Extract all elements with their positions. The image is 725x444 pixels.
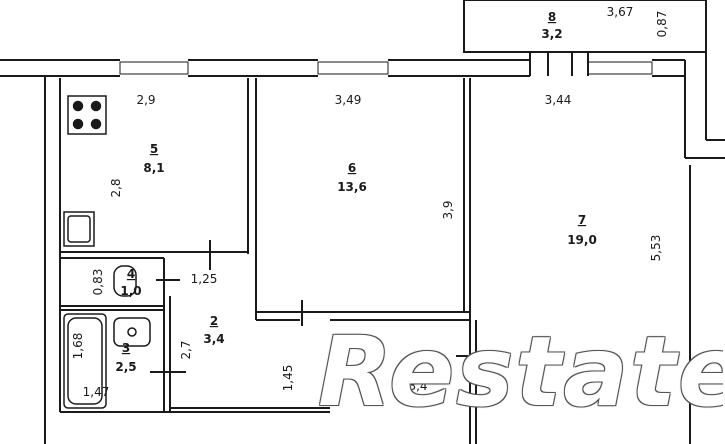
dim-2-9: 2,9 xyxy=(136,93,155,107)
room-2-label: 2 3,4 xyxy=(203,314,224,346)
stove xyxy=(67,95,107,135)
svg-text:8: 8 xyxy=(548,10,556,24)
dim-1-47: 1,47 xyxy=(83,385,110,399)
restate-watermark: Restate xyxy=(318,316,723,428)
dim-3-4b: 3,4 xyxy=(408,379,427,393)
svg-text:2,5: 2,5 xyxy=(115,360,136,374)
dim-1-25: 1,25 xyxy=(191,272,218,286)
room-7-label: 7 19,0 xyxy=(567,213,597,247)
dimension-ticks xyxy=(150,52,549,373)
dim-0-87: 0,87 xyxy=(655,11,669,38)
svg-text:3,4: 3,4 xyxy=(203,332,224,346)
svg-text:5: 5 xyxy=(150,142,158,156)
dim-3-44: 3,44 xyxy=(545,93,572,107)
room-1-label: 1 xyxy=(362,363,370,377)
dim-2-7: 2,7 xyxy=(179,340,193,359)
svg-text:3: 3 xyxy=(122,341,130,355)
dim-3-67: 3,67 xyxy=(607,5,634,19)
bathroom-sink xyxy=(113,317,151,347)
svg-text:1: 1 xyxy=(362,363,370,377)
svg-text:7: 7 xyxy=(578,213,586,227)
svg-text:3,2: 3,2 xyxy=(541,27,562,41)
bathtub xyxy=(63,313,107,409)
kitchen-sink xyxy=(63,211,95,247)
svg-text:2: 2 xyxy=(210,314,218,328)
svg-text:1,0: 1,0 xyxy=(120,284,141,298)
room-3-label: 3 2,5 xyxy=(115,341,136,374)
dim-3-49: 3,49 xyxy=(335,93,362,107)
svg-text:8,1: 8,1 xyxy=(143,161,164,175)
dim-1-45: 1,45 xyxy=(281,365,295,392)
svg-text:13,6: 13,6 xyxy=(337,180,367,194)
room-5-label: 5 8,1 xyxy=(143,142,164,175)
dim-5-53: 5,53 xyxy=(649,235,663,262)
svg-text:19,0: 19,0 xyxy=(567,233,597,247)
room-4-label: 4 1,0 xyxy=(120,267,141,298)
room-8-label: 8 3,2 xyxy=(541,10,562,41)
dim-1-68: 1,68 xyxy=(71,333,85,360)
dim-0-83: 0,83 xyxy=(91,269,105,296)
room-6-label: 6 13,6 xyxy=(337,161,367,194)
svg-text:4: 4 xyxy=(127,267,135,281)
svg-text:6: 6 xyxy=(348,161,356,175)
dim-2-8: 2,8 xyxy=(109,178,123,197)
toilet xyxy=(113,265,137,297)
dim-3-9: 3,9 xyxy=(441,200,455,219)
